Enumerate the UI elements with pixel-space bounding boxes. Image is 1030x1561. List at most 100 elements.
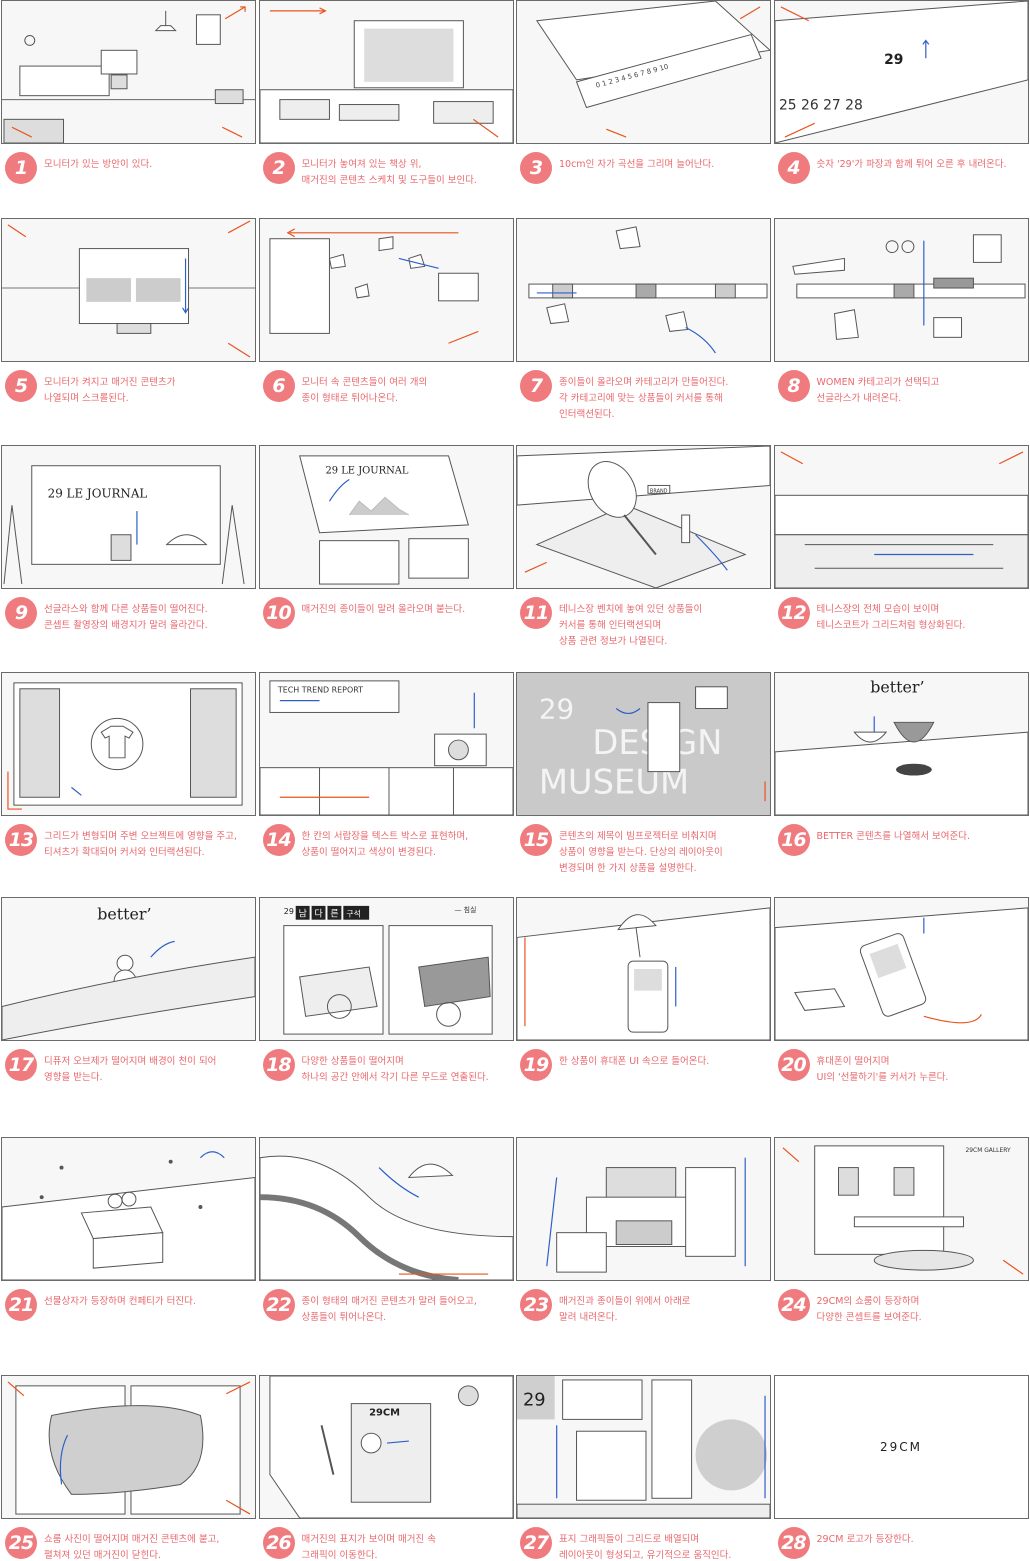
panel-number: 4 — [777, 152, 810, 184]
panel-25: 25 쇼룸 사진이 떨어지며 매거진 콘텐츠에 붙고, 펼쳐져 있던 매거진이 … — [0, 1375, 258, 1561]
panel-27: 29 27 표지 그래픽들이 그리드로 배열되며 레이아웃이 형성되고, 유기적… — [515, 1375, 773, 1561]
panel-caption: 모니터 속 콘텐츠들이 여러 개의 종이 형태로 튀어나온다. — [301, 377, 428, 404]
frame-5 — [1, 218, 256, 362]
panel-10: 29 LE JOURNAL 10 매거진의 종이들이 말려 올라오며 붙는다. — [258, 445, 516, 667]
title-char-1: 남 — [298, 909, 306, 920]
museum-number: 29 — [539, 692, 574, 725]
panel-caption: 콘텐츠의 제목이 빔프로젝터로 비춰지며 상품이 영향을 받는다. 단상의 레이… — [559, 831, 723, 874]
panel-caption: 테니스장 벤치에 놓여 있던 상품들이 커서를 통해 인터랙션되며 상품 관련 … — [559, 604, 703, 647]
panel-6: 6 모니터 속 콘텐츠들이 여러 개의 종이 형태로 튀어나온다. — [258, 218, 516, 440]
panel-number: 26 — [262, 1527, 295, 1559]
panel-21: 21 선물상자가 등장하며 컨페티가 터진다. — [0, 1137, 258, 1374]
panel-caption: 모니터가 있는 방안이 있다. — [44, 159, 153, 170]
report-sign: TECH TREND REPORT — [276, 686, 362, 695]
panel-number: 24 — [777, 1289, 810, 1321]
panel-caption: 10cm인 자가 곡선을 그리며 늘어난다. — [559, 159, 715, 170]
panel-caption: 매거진의 종이들이 말려 올라오며 붙는다. — [301, 604, 466, 615]
panel-18: 29 남 다 른 구석 — 침실 18 다양한 상품들이 떨어지며 하나의 공간… — [258, 897, 516, 1134]
sketch-desk — [259, 1, 513, 143]
panel-caption: 선물상자가 등장하며 컨페티가 터진다. — [44, 1296, 196, 1307]
panel-number: 21 — [5, 1289, 37, 1321]
panel-16: better’ 16 BETTER 콘텐츠를 나열해서 보여준다. — [773, 672, 1030, 894]
frame-16: better’ — [773, 672, 1029, 816]
sketch-categories — [517, 219, 770, 361]
panel-number: 16 — [777, 824, 810, 856]
panel-caption: 종이 형태의 매거진 콘텐츠가 말려 들어오고, 상품들이 튀어나온다. — [301, 1296, 477, 1323]
sketch-tennis-bench: BRAND — [517, 446, 770, 588]
better-brand: better’ — [97, 905, 151, 924]
panel-caption: 29CM 로고가 등장한다. — [816, 1534, 914, 1545]
frame-18: 29 남 다 른 구석 — 침실 — [258, 897, 514, 1041]
panel-22: 22 종이 형태의 매거진 콘텐츠가 말려 들어오고, 상품들이 튀어나온다. — [258, 1137, 516, 1374]
panel-1: 1 모니터가 있는 방안이 있다. — [0, 0, 258, 215]
panel-11: BRAND 11 테니스장 벤치에 놓여 있던 상품들이 커서를 통해 인터랙션… — [515, 445, 773, 667]
frame-9: 29 LE JOURNAL — [1, 445, 256, 589]
panel-number: 11 — [520, 597, 552, 629]
panel-15: 29 DESIGN MUSEUM 15 콘텐츠의 제목이 빔프로젝터로 비춰지며… — [515, 672, 773, 894]
panel-caption: 다양한 상품들이 떨어지며 하나의 공간 안에서 각기 다른 무드로 연출된다. — [301, 1056, 489, 1083]
frame-22 — [258, 1137, 514, 1281]
panel-caption: 선글라스와 함께 다른 상품들이 떨어진다. 콘셉트 촬영장의 배경지가 말려 … — [44, 604, 208, 631]
frame-24: 29CM GALLERY — [773, 1137, 1029, 1281]
panel-26: 29CM 26 매거진의 표지가 보이며 매거진 속 그래픽이 이동한다. — [258, 1375, 516, 1561]
ruler-numbers: 25 26 27 28 — [778, 98, 862, 114]
frame-17: better’ — [1, 897, 256, 1041]
panel-number: 3 — [520, 152, 552, 184]
sketch-phone-gift — [774, 898, 1028, 1040]
panel-number: 19 — [520, 1049, 552, 1081]
title-char-4: 구석 — [346, 909, 361, 919]
panel-caption: 매거진과 종이들이 위에서 아래로 말려 내려온다. — [559, 1296, 691, 1323]
frame-10: 29 LE JOURNAL — [258, 445, 514, 589]
sketch-number: 29 25 26 27 28 — [774, 1, 1028, 143]
panel-8: 8 WOMEN 카테고리가 선택되고 선글라스가 내려온다. — [773, 218, 1030, 440]
frame-12 — [773, 445, 1029, 589]
panel-caption: 디퓨저 오브제가 떨어지며 배경이 천이 되어 영향을 받는다. — [44, 1056, 217, 1083]
sketch-grid-layout: 29 — [517, 1376, 770, 1518]
panel-number: 9 — [5, 597, 37, 629]
panel-caption: 숫자 '29'가 파장과 함께 튀어 오른 후 내려온다. — [816, 159, 1007, 170]
panel-number: 7 — [520, 370, 552, 402]
panel-number: 5 — [5, 370, 37, 402]
title-char-2: 다 — [314, 909, 322, 920]
frame-15: 29 DESIGN MUSEUM — [516, 672, 771, 816]
panel-2: 2 모니터가 놓여져 있는 책상 위, 매거진의 콘텐츠 스케치 및 도구들이 … — [258, 0, 516, 215]
panel-28: 29CM 28 29CM 로고가 등장한다. — [773, 1375, 1030, 1561]
panel-caption: 29CM의 쇼룸이 등장하며 다양한 콘셉트를 보여준다. — [816, 1296, 922, 1323]
sketch-phone-lamp — [517, 898, 770, 1040]
panel-23: 23 매거진과 종이들이 위에서 아래로 말려 내려온다. — [515, 1137, 773, 1374]
panel-number: 20 — [777, 1049, 810, 1081]
panel-number: 14 — [262, 824, 295, 856]
sketch-magazine-cover: 29CM — [259, 1376, 513, 1518]
panel-number: 1 — [5, 152, 37, 184]
frame-14: TECH TREND REPORT — [258, 672, 514, 816]
sketch-gift-box — [2, 1138, 255, 1280]
sketch-closing-magazine — [2, 1376, 255, 1518]
sketch-bedrooms: 29 남 다 른 구석 — 침실 — [259, 898, 513, 1040]
frame-27: 29 — [516, 1375, 771, 1519]
frame-20 — [773, 897, 1029, 1041]
panel-number: 28 — [777, 1527, 810, 1559]
panel-caption: BETTER 콘텐츠를 나열해서 보여준다. — [816, 831, 971, 842]
sketch-tennis-court — [774, 446, 1028, 588]
panel-number: 2 — [262, 152, 295, 184]
panel-14: TECH TREND REPORT 14 한 칸의 서랍장을 텍스트 박스로 표… — [258, 672, 516, 894]
frame-21 — [1, 1137, 256, 1281]
frame-4: 29 25 26 27 28 — [773, 0, 1029, 144]
panel-caption: 종이들이 올라오며 카테고리가 만들어진다. 각 카테고리에 맞는 상품들이 커… — [559, 377, 729, 420]
sketch-journal-pages: 29 LE JOURNAL — [259, 446, 513, 588]
panel-caption: 한 칸의 서랍장을 텍스트 박스로 표현하며, 상품이 떨어지고 색상이 변경된… — [301, 831, 469, 858]
section-number: 29 — [283, 907, 293, 916]
frame-25 — [1, 1375, 256, 1519]
frame-8 — [773, 218, 1029, 362]
section-tag: — 침실 — [454, 905, 476, 914]
cover-logo: 29CM — [369, 1407, 400, 1418]
panel-13: 13 그리드가 변형되며 주변 오브젝트에 영향을 주고, 티셔츠가 확대되어 … — [0, 672, 258, 894]
panel-caption: 테니스장의 전체 모습이 보이며 테니스코트가 그리드처럼 형상화된다. — [816, 604, 966, 631]
panel-caption: WOMEN 카테고리가 선택되고 선글라스가 내려온다. — [816, 377, 940, 404]
sketch-monitor-on — [2, 219, 255, 361]
panel-20: 20 휴대폰이 떨어지며 UI의 '선물하기'를 커서가 누른다. — [773, 897, 1030, 1134]
panel-3: 0 1 2 3 4 5 6 7 8 9 10 3 10cm인 자가 곡선을 그리… — [515, 0, 773, 215]
panel-caption: 모니터가 놓여져 있는 책상 위, 매거진의 콘텐츠 스케치 및 도구들이 보인… — [301, 159, 477, 186]
panel-caption: 그리드가 변형되며 주변 오브젝트에 영향을 주고, 티셔츠가 확대되어 커서와… — [44, 831, 237, 858]
